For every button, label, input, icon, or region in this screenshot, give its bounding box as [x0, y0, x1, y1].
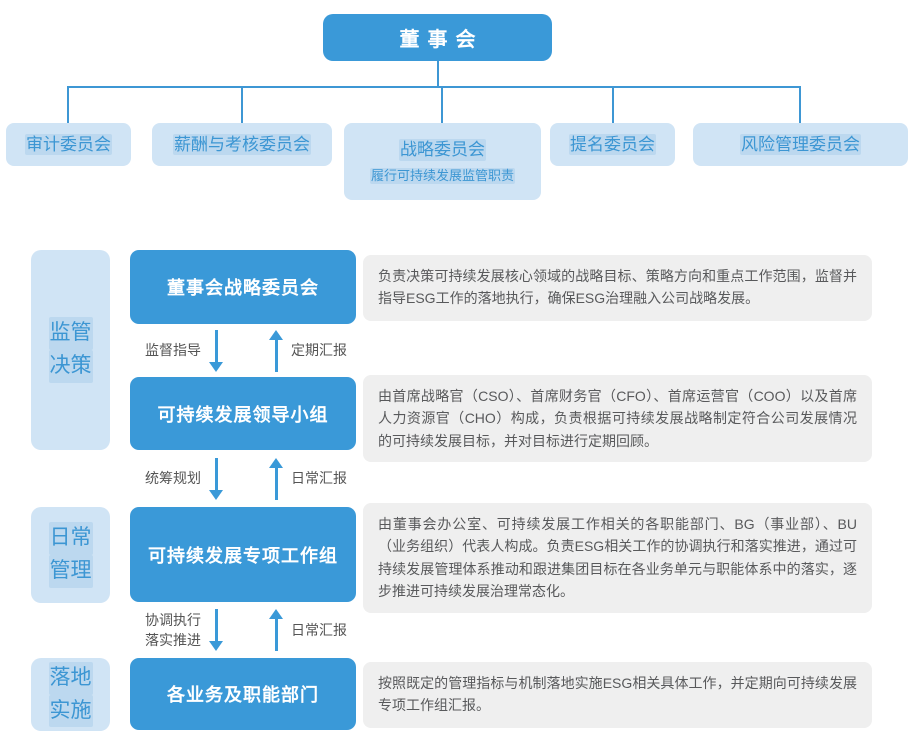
connector-drop-5 — [799, 86, 801, 124]
stage-daily-management: 日常 管理 — [31, 507, 110, 603]
arrow-down-icon — [209, 457, 223, 500]
node-sustainability-leading-group: 可持续发展领导小组 — [130, 377, 356, 450]
committee-risk: 风险管理委员会 — [693, 123, 908, 166]
stage-label-line: 决策 — [48, 350, 93, 383]
board-label: 董事会 — [399, 29, 484, 51]
connector-drop-2 — [241, 86, 243, 124]
desc-text: 由首席战略官（CSO）、首席财务官（CFO）、首席运营官（COO）以及首席人力资… — [378, 388, 857, 449]
arrow-down-icon — [209, 609, 223, 651]
desc-business-functional-departments: 按照既定的管理指标与机制落地实施ESG相关具体工作，并定期向可持续发展专项工作组… — [363, 662, 872, 728]
connector-drop-3 — [441, 86, 443, 124]
stage-label-line: 监管 — [48, 317, 93, 350]
arrow-up-icon — [269, 457, 283, 500]
connector-drop-4 — [612, 86, 614, 124]
desc-board-strategy-committee: 负责决策可持续发展核心领域的战略目标、策略方向和重点工作范围，监督并指导ESG工… — [363, 255, 872, 321]
flow-up-label: 日常汇报 — [291, 470, 347, 487]
committee-nomination: 提名委员会 — [550, 123, 675, 166]
committee-audit-label: 审计委员会 — [25, 133, 112, 156]
flow-down-label: 统筹规划 — [145, 470, 201, 487]
arrow-up-icon — [269, 609, 283, 651]
arrow-down-icon — [209, 329, 223, 372]
stage-label-line: 管理 — [48, 555, 93, 588]
node-sustainability-task-force: 可持续发展专项工作组 — [130, 507, 356, 602]
connector-horizontal — [68, 86, 801, 88]
arrow-up-icon — [269, 329, 283, 372]
committee-remuneration: 薪酬与考核委员会 — [152, 123, 332, 166]
desc-text: 负责决策可持续发展核心领域的战略目标、策略方向和重点工作范围，监督并指导ESG工… — [378, 268, 857, 307]
node-board-strategy-committee: 董事会战略委员会 — [130, 250, 356, 324]
flow-down-label: 监督指导 — [145, 342, 201, 359]
stage-supervision-decision: 监管 决策 — [31, 250, 110, 450]
node-title: 可持续发展专项工作组 — [148, 545, 338, 566]
stage-implementation: 落地 实施 — [31, 658, 110, 731]
flow-up-label: 日常汇报 — [291, 621, 347, 638]
node-title: 各业务及职能部门 — [167, 685, 319, 705]
board-box: 董事会 — [323, 14, 552, 61]
committee-nomination-label: 提名委员会 — [569, 133, 656, 156]
committee-risk-label: 风险管理委员会 — [740, 133, 861, 156]
desc-sustainability-leading-group: 由首席战略官（CSO）、首席财务官（CFO）、首席运营官（COO）以及首席人力资… — [363, 375, 872, 463]
node-title: 董事会战略委员会 — [167, 278, 319, 298]
desc-sustainability-task-force: 由董事会办公室、可持续发展工作相关的各职能部门、BG（事业部）、BU（业务组织）… — [363, 503, 872, 613]
stage-label-line: 日常 — [48, 522, 93, 555]
committee-strategy-sublabel: 履行可持续发展监管职责 — [369, 167, 515, 184]
desc-text: 按照既定的管理指标与机制落地实施ESG相关具体工作，并定期向可持续发展专项工作组… — [378, 675, 857, 714]
node-business-functional-departments: 各业务及职能部门 — [130, 658, 356, 730]
connector-stub — [437, 61, 439, 87]
stage-label-line: 落地 — [48, 661, 93, 695]
committee-audit: 审计委员会 — [6, 123, 131, 166]
stage-label-line: 实施 — [48, 694, 93, 728]
connector-drop-1 — [67, 86, 69, 124]
node-title: 可持续发展领导小组 — [157, 404, 329, 425]
flow-up-label: 定期汇报 — [291, 342, 347, 359]
flow-coordinate-report: 协调执行 落实推进 日常汇报 — [128, 602, 364, 658]
flow-down-label: 协调执行 落实推进 — [145, 611, 201, 648]
desc-text: 由董事会办公室、可持续发展工作相关的各职能部门、BG（事业部）、BU（业务组织）… — [378, 516, 857, 600]
flow-plan-report: 统筹规划 日常汇报 — [128, 450, 364, 507]
committee-strategy: 战略委员会 履行可持续发展监管职责 — [344, 123, 541, 200]
flow-supervise-report: 监督指导 定期汇报 — [128, 324, 364, 377]
committee-remuneration-label: 薪酬与考核委员会 — [173, 133, 311, 156]
committee-strategy-label: 战略委员会 — [399, 139, 486, 161]
